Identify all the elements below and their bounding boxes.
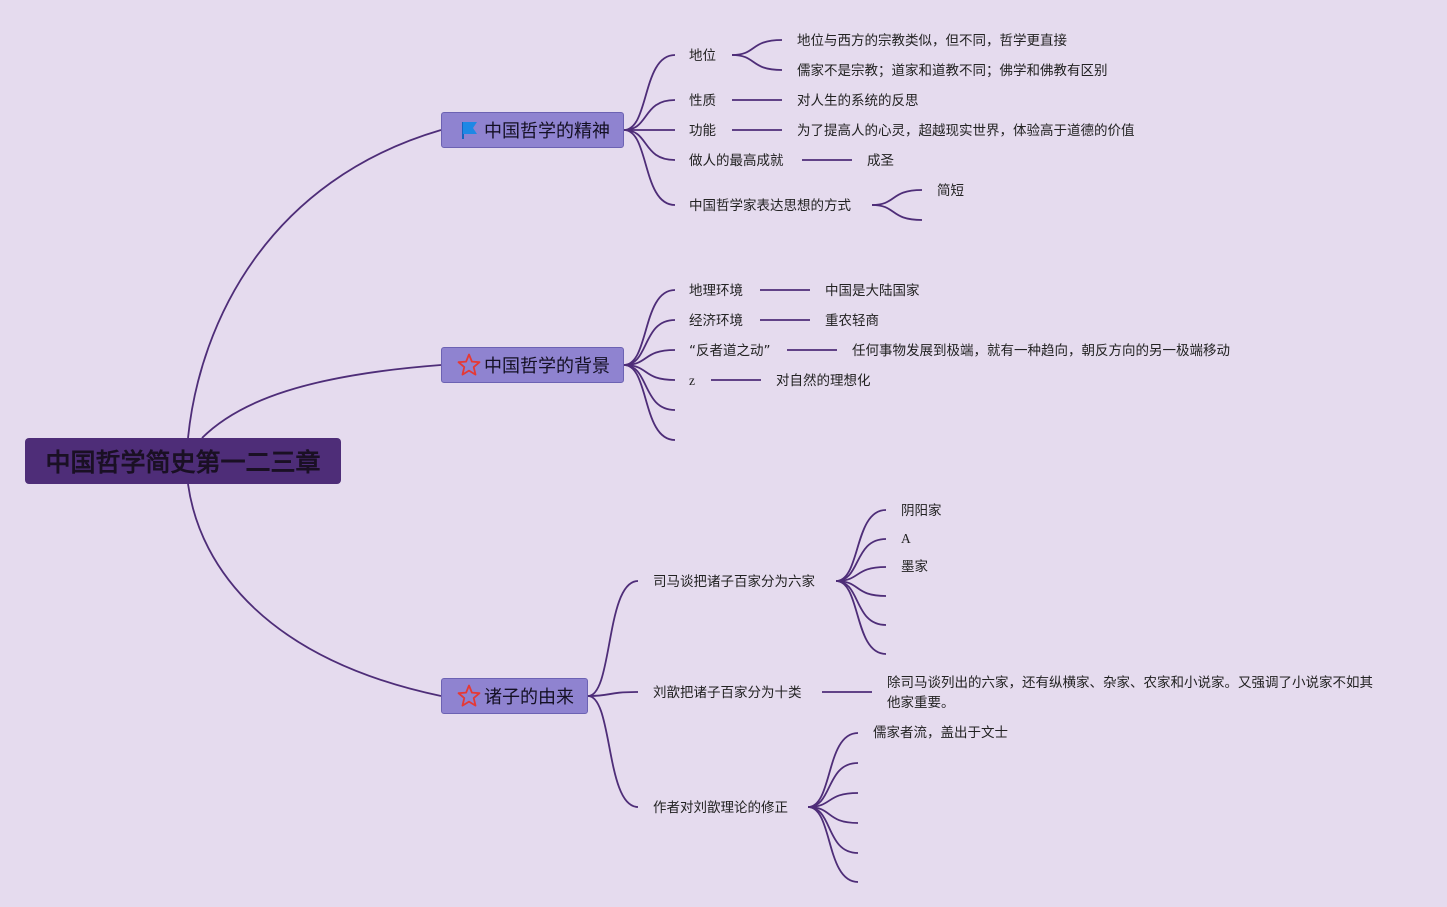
root-topic[interactable]: 中国哲学简史第一二三章 (25, 438, 341, 484)
subtopic-nature[interactable]: 性质 (689, 93, 716, 109)
subtopic-line (623, 99, 676, 131)
detail-node[interactable]: 简短 (937, 183, 964, 199)
detail-node[interactable]: 墨家 (901, 559, 928, 575)
detail-line (731, 54, 783, 71)
root-branch-line (187, 483, 442, 697)
root-branch-line (187, 129, 442, 439)
subtopic-geography[interactable]: 地理环境 (689, 283, 743, 299)
subtopic-author-revision[interactable]: 作者对刘歆理论的修正 (653, 800, 788, 816)
detail-node[interactable]: 儒家不是宗教；道家和道教不同；佛学和佛教有区别 (797, 63, 1108, 79)
detail-line (835, 538, 887, 582)
star-icon (456, 683, 482, 709)
detail-node[interactable]: 对自然的理想化 (776, 373, 871, 389)
detail-line (807, 806, 859, 883)
subtopic-liu-xin[interactable]: 刘歆把诸子百家分为十类 (653, 685, 802, 701)
subtopic-line (587, 691, 639, 697)
topic-background[interactable]: 中国哲学的背景 (441, 347, 624, 383)
detail-line (835, 580, 887, 655)
subtopic-line (623, 364, 676, 441)
topic-title: 中国哲学的背景 (484, 356, 610, 377)
detail-line (871, 204, 923, 221)
subtopic-line (623, 129, 676, 206)
detail-node[interactable]: 地位与西方的宗教类似，但不同，哲学更直接 (797, 33, 1067, 49)
topic-title: 中国哲学的精神 (484, 121, 610, 142)
detail-node[interactable]: 对人生的系统的反思 (797, 93, 919, 109)
detail-line (807, 732, 859, 808)
flag-icon (456, 117, 482, 143)
subtopic-function[interactable]: 功能 (689, 123, 716, 139)
detail-line (835, 580, 887, 626)
detail-node[interactable]: 重农轻商 (825, 313, 879, 329)
detail-node[interactable]: 成圣 (867, 153, 894, 169)
detail-node[interactable]: 为了提高人的心灵，超越现实世界，体验高于道德的价值 (797, 123, 1135, 139)
subtopic-reversal[interactable]: “反者道之动” (689, 343, 771, 359)
subtopic-line (623, 289, 676, 366)
subtopic-line (587, 695, 639, 808)
detail-line (871, 189, 923, 206)
subtopic-economy[interactable]: 经济环境 (689, 313, 743, 329)
subtopic-line (587, 580, 639, 697)
subtopic-line (623, 319, 676, 366)
detail-line (807, 762, 859, 808)
topic-spirit[interactable]: 中国哲学的精神 (441, 112, 624, 148)
subtopic-status[interactable]: 地位 (689, 48, 716, 64)
topic-origin-of-schools[interactable]: 诸子的由来 (441, 678, 588, 714)
detail-node[interactable]: 中国是大陆国家 (825, 283, 920, 299)
detail-node[interactable]: 除司马谈列出的六家，还有纵横家、杂家、农家和小说家。又强调了小说家不如其他家重要… (887, 675, 1373, 711)
subtopic-highest-achievement[interactable]: 做人的最高成就 (689, 153, 784, 169)
root-branch-line (201, 364, 442, 439)
detail-line (807, 806, 859, 854)
detail-node[interactable]: 任何事物发展到极端，就有一种趋向，朝反方向的另一极端移动 (852, 343, 1230, 359)
topic-title: 诸子的由来 (484, 687, 574, 708)
subtopic-expression[interactable]: 中国哲学家表达思想的方式 (689, 198, 851, 214)
detail-node[interactable]: A (901, 531, 911, 546)
detail-node[interactable]: 儒家者流，盖出于文士 (873, 725, 1008, 741)
detail-node[interactable]: 阴阳家 (901, 503, 942, 519)
subtopic-line (623, 364, 676, 411)
subtopic-sima-tan[interactable]: 司马谈把诸子百家分为六家 (653, 574, 815, 590)
detail-line (731, 39, 783, 56)
star-icon (456, 352, 482, 378)
subtopic-line (623, 129, 676, 161)
subtopic-line (623, 54, 676, 131)
detail-line (835, 509, 887, 582)
subtopic-z[interactable]: z (689, 373, 695, 388)
